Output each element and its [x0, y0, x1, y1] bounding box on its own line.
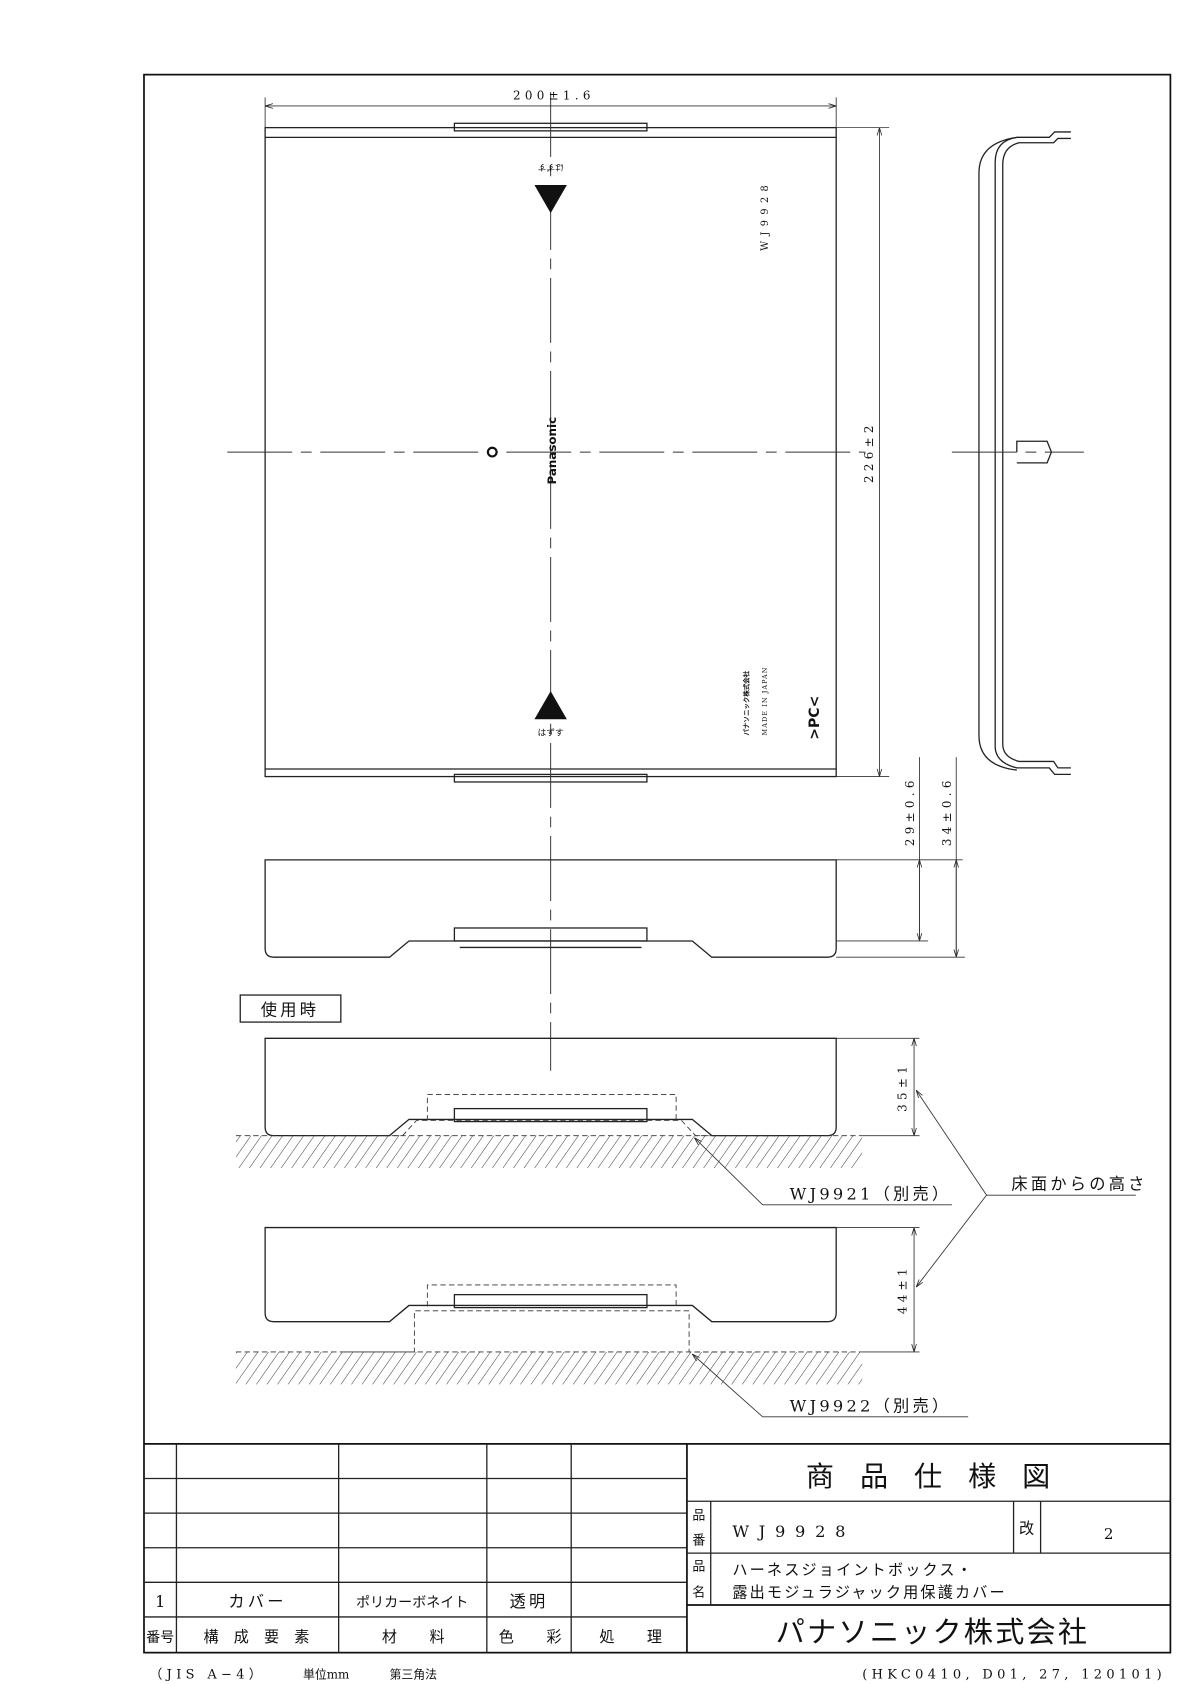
company-name: パナソニック株式会社 — [776, 1615, 1090, 1649]
accessory-label-1: WJ9921（別売） — [790, 1184, 952, 1203]
height-dimension-a: 29±0.6 — [903, 776, 917, 846]
use-height-dimension-1: 35±1 — [895, 1062, 909, 1112]
width-dimension: 200±1.6 — [513, 89, 595, 103]
header-number: 番号 — [146, 1630, 174, 1646]
maker-marking: パナソニック株式会社 — [742, 670, 751, 735]
arrow-down-icon — [534, 184, 567, 214]
drawing-frame — [143, 73, 1172, 1654]
name-label-1: 品 — [692, 1559, 705, 1574]
brand-logo: Panasonic — [545, 417, 559, 485]
material-mark: >PC< — [807, 696, 823, 740]
drawing-title: 商品仕様図 — [806, 1460, 1076, 1493]
front-view: 29±0.6 34±0.6 — [264, 757, 965, 958]
use-height-dimension-2: 44±1 — [895, 1264, 909, 1314]
row-material: ポリカーボネイト — [356, 1595, 468, 1611]
height-dimension-b: 34±0.6 — [940, 776, 954, 846]
name-label-2: 名 — [692, 1584, 705, 1600]
parts-table: 1 カバー ポリカーボネイト 透明 番号 構成要素 材料 色彩 処理 — [143, 1443, 1171, 1653]
in-use-label-box — [239, 994, 342, 1023]
title-block: 商品仕様図 品 番 品番 WJ9928 改 2 品 名 品名 ハーネスジョイント… — [686, 1460, 1171, 1649]
revision-number: 2 — [1104, 1525, 1114, 1543]
top-view: はずす はずす WJ9928 Panasonic パナソニック株式会社 MADE… — [227, 89, 890, 1071]
use-view-1: 35±1 — [235, 1037, 920, 1169]
arrow-up-icon — [534, 691, 567, 720]
model-marking: WJ9928 — [760, 180, 771, 251]
product-name-line-1: ハーネスジョイントボックス・ — [732, 1561, 974, 1579]
part-no-label-2: 番 — [692, 1533, 705, 1548]
header-material: 材料 — [382, 1628, 477, 1646]
footer-projection: 第三角法 — [390, 1668, 438, 1682]
part-no-label-1: 品 — [692, 1509, 705, 1524]
accessory-label-2: WJ9922（別売） — [790, 1396, 952, 1415]
center-hole-icon — [486, 446, 498, 458]
in-use-label: 使用時 — [261, 1001, 319, 1020]
header-treatment: 処理 — [599, 1628, 694, 1646]
row-color: 透明 — [510, 1592, 549, 1611]
row-number: 1 — [155, 1592, 165, 1611]
footer-doc-code: (HKC0410, D01, 27, 120101) — [862, 1668, 1166, 1683]
depth-dimension: 226±2 — [862, 421, 876, 483]
row-component: カバー — [228, 1592, 286, 1611]
side-view — [951, 131, 1084, 776]
floor-height-label: 床面からの高さ — [1011, 1175, 1147, 1194]
footer-unit: 単位mm — [303, 1668, 349, 1682]
origin-marking: MADE IN JAPAN — [761, 667, 769, 736]
product-name-line-2: 露出モジュラジャック用保護カバー — [732, 1583, 1007, 1601]
use-view-2: 44±1 — [235, 1226, 920, 1385]
revision-label: 改 — [1019, 1520, 1034, 1538]
remove-label-top: はずす — [537, 161, 563, 172]
footer-standard: （JIS A−4） — [149, 1668, 266, 1683]
name-label: 品名 — [699, 1577, 701, 1580]
remove-label-bottom: はずす — [538, 727, 564, 738]
part-number: WJ9928 — [732, 1522, 855, 1541]
header-component: 構成要素 — [204, 1628, 325, 1646]
header-color: 色彩 — [499, 1628, 594, 1646]
